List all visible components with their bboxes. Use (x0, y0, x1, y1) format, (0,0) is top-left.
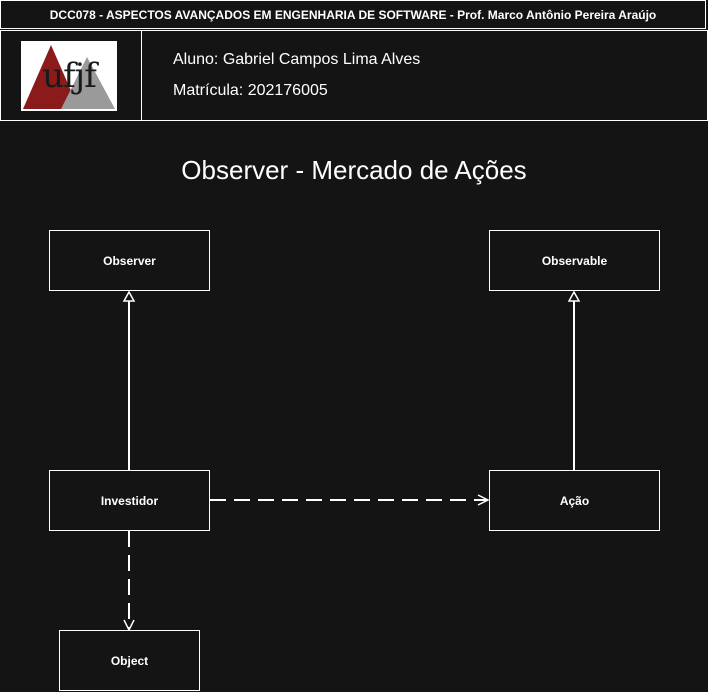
node-observable[interactable]: Observable (489, 230, 660, 291)
edge-investidor-observer-arrowhead (122, 290, 136, 302)
logo-red-triangle (23, 45, 79, 109)
node-acao-label: Ação (559, 493, 590, 508)
info-row: ufjf Aluno: Gabriel Campos Lima Alves Ma… (0, 30, 708, 121)
edge-investidor-object-arrowhead (123, 619, 135, 632)
node-object[interactable]: Object (59, 630, 200, 691)
student-enrollment: Matrícula: 202176005 (173, 82, 328, 99)
student-name: Aluno: Gabriel Campos Lima Alves (173, 51, 421, 68)
node-observer-label: Observer (103, 253, 156, 268)
edge-acao-observable-arrowhead (567, 290, 581, 302)
node-acao[interactable]: Ação (489, 470, 660, 531)
node-investidor-label: Investidor (100, 493, 159, 508)
node-investidor[interactable]: Investidor (49, 470, 210, 531)
node-observer[interactable]: Observer (49, 230, 210, 291)
diagram-title: Observer - Mercado de Ações (181, 155, 527, 185)
ufjf-logo: ufjf (21, 41, 117, 111)
course-title: DCC078 - ASPECTOS AVANÇADOS EM ENGENHARI… (49, 7, 657, 22)
edge-investidor-acao-arrowhead (477, 494, 490, 506)
logo-gray-triangle (61, 57, 115, 109)
logo-cell: ufjf (1, 31, 142, 120)
ufjf-logo-graphic (23, 45, 115, 109)
node-observable-label: Observable (541, 253, 608, 268)
node-object-label: Object (110, 653, 149, 668)
logo-text: ufjf (42, 56, 97, 96)
course-header: DCC078 - ASPECTOS AVANÇADOS EM ENGENHARI… (0, 0, 706, 29)
